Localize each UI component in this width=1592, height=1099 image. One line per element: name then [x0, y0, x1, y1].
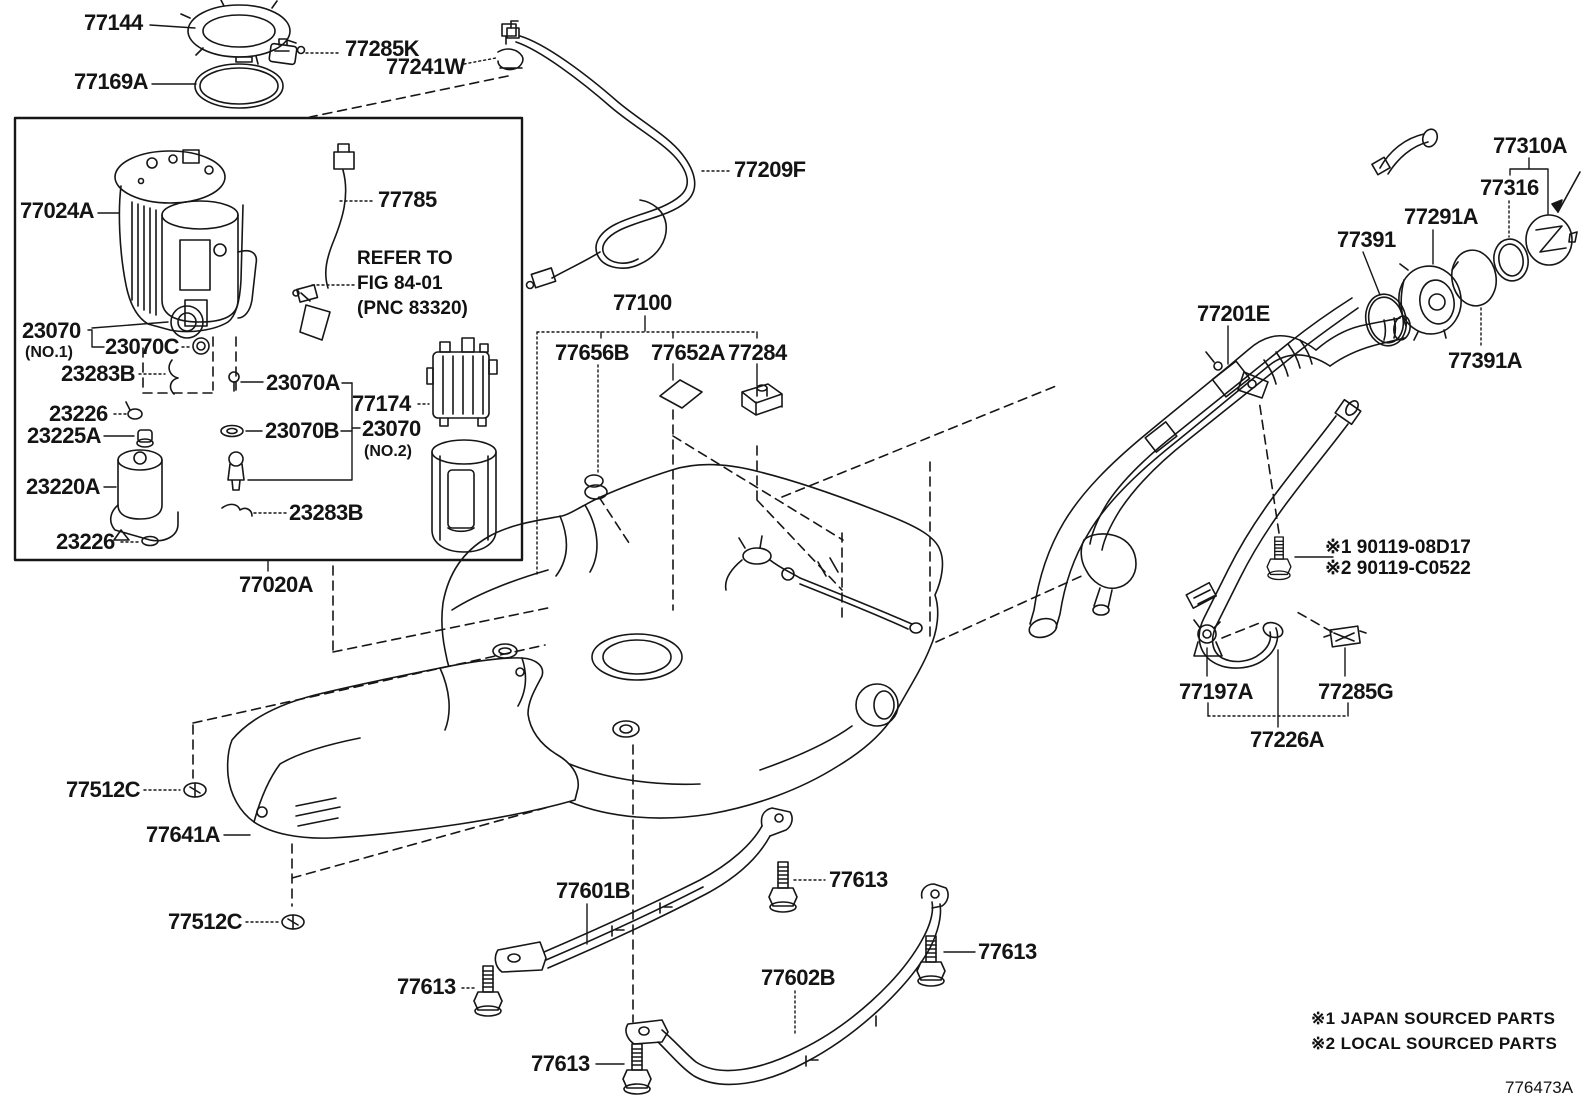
part-label-77613-2: 77613: [397, 974, 456, 999]
fuel-filter-drawing: [426, 337, 498, 553]
part-label-77285G: 77285G: [1318, 679, 1394, 704]
part-label-77174: 77174: [352, 391, 411, 416]
leader-lines: [87, 24, 1549, 1065]
bolt-77613-drawing: [473, 965, 503, 1017]
part-label-77169A: 77169A: [74, 69, 149, 94]
bolt-90119-drawing: [1266, 536, 1292, 581]
part-label-23283B-1: 23283B: [61, 361, 136, 386]
figure-code: 776473A: [1505, 1078, 1574, 1097]
fastener-note-line2: ※2 90119-C0522: [1325, 558, 1471, 579]
part-label-77241W: 77241W: [386, 54, 465, 79]
part-label-77197A: 77197A: [1179, 679, 1254, 704]
part-label-77602B: 77602B: [761, 965, 836, 990]
refer-note-line3: (PNC 83320): [357, 298, 468, 319]
part-label-23225A: 23225A: [27, 423, 102, 448]
part-label-77144: 77144: [84, 10, 143, 35]
footnote-local-sourced: ※2 LOCAL SOURCED PARTS: [1311, 1034, 1558, 1053]
small-parts-drawings: [109, 305, 253, 547]
part-label-77209F: 77209F: [734, 157, 806, 182]
part-label-77391A: 77391A: [1448, 348, 1523, 373]
part-label-77291A: 77291A: [1404, 204, 1479, 229]
part-label-no1-suffix: (NO.1): [25, 344, 73, 361]
part-label-77652A: 77652A: [651, 340, 726, 365]
part-label-23070A: 23070A: [266, 370, 341, 395]
part-label-77100: 77100: [613, 290, 672, 315]
bolt-77613-drawing: [622, 1043, 652, 1095]
fuel-cap-group-drawing: [1364, 171, 1581, 347]
part-label-23226-1: 23226: [49, 401, 108, 426]
part-label-77316: 77316: [1480, 175, 1539, 200]
heat-shield-drawing: [226, 657, 580, 839]
dashed-assembly-lines: [142, 75, 1333, 1023]
part-label-77613-1: 77613: [829, 867, 888, 892]
part-label-23070-no1: 23070: [22, 318, 81, 343]
breather-tube-drawing: [506, 20, 696, 290]
fuel-pump-module-drawing: [114, 149, 258, 333]
filler-pipe-lower-drawing: [1193, 398, 1367, 669]
part-label-77613-3: 77613: [531, 1051, 590, 1076]
refer-note-line1: REFER TO: [357, 248, 453, 269]
lock-ring-drawing: [180, 0, 297, 65]
part-label-77641A: 77641A: [146, 822, 221, 847]
part-label-77391: 77391: [1337, 227, 1396, 252]
tank-band-drawings: [494, 807, 949, 1086]
dotted-leader-lines: [113, 52, 1510, 1037]
part-label-77024A: 77024A: [20, 198, 95, 223]
valve-77284-drawing: [741, 383, 783, 416]
part-label-77310A: 77310A: [1493, 133, 1568, 158]
part-label-77512C-2: 77512C: [168, 909, 243, 934]
part-label-23070C: 23070C: [105, 334, 180, 359]
part-label-77512C-1: 77512C: [66, 777, 141, 802]
part-label-77020A: 77020A: [239, 572, 314, 597]
part-label-no2-suffix: (NO.2): [364, 443, 412, 460]
grommet-77652A-drawing: [659, 379, 703, 409]
wire-harness-drawing: [292, 143, 355, 341]
part-label-23220A: 23220A: [26, 474, 101, 499]
part-label-77285K: 77285K: [345, 36, 420, 61]
fastener-note-line1: ※1 90119-08D17: [1325, 537, 1471, 558]
fuel-sender-gauge-drawing: [724, 535, 923, 634]
refer-note-line2: FIG 84-01: [357, 273, 443, 294]
part-label-77613-4: 77613: [978, 939, 1037, 964]
connector-77285K-drawing: [268, 38, 306, 66]
part-label-77785: 77785: [378, 187, 437, 212]
part-label-77284: 77284: [728, 340, 787, 365]
clip-77512C-drawings: [183, 782, 305, 930]
footnote-japan-sourced: ※1 JAPAN SOURCED PARTS: [1311, 1009, 1556, 1028]
part-label-77601B: 77601B: [556, 878, 631, 903]
part-label-77226A: 77226A: [1250, 727, 1325, 752]
tank-gasket-drawing: [194, 63, 284, 109]
part-label-23226-2: 23226: [56, 529, 115, 554]
part-label-23070-no2: 23070: [362, 416, 421, 441]
bolt-77613-drawing: [768, 861, 798, 913]
part-label-23283B-2: 23283B: [289, 500, 364, 525]
float-77656B-drawing: [584, 474, 608, 500]
part-label-23070B: 23070B: [265, 418, 340, 443]
part-label-77656B: 77656B: [555, 340, 630, 365]
part-label-77201E: 77201E: [1197, 301, 1270, 326]
filler-pipe-drawing: [1028, 128, 1439, 639]
